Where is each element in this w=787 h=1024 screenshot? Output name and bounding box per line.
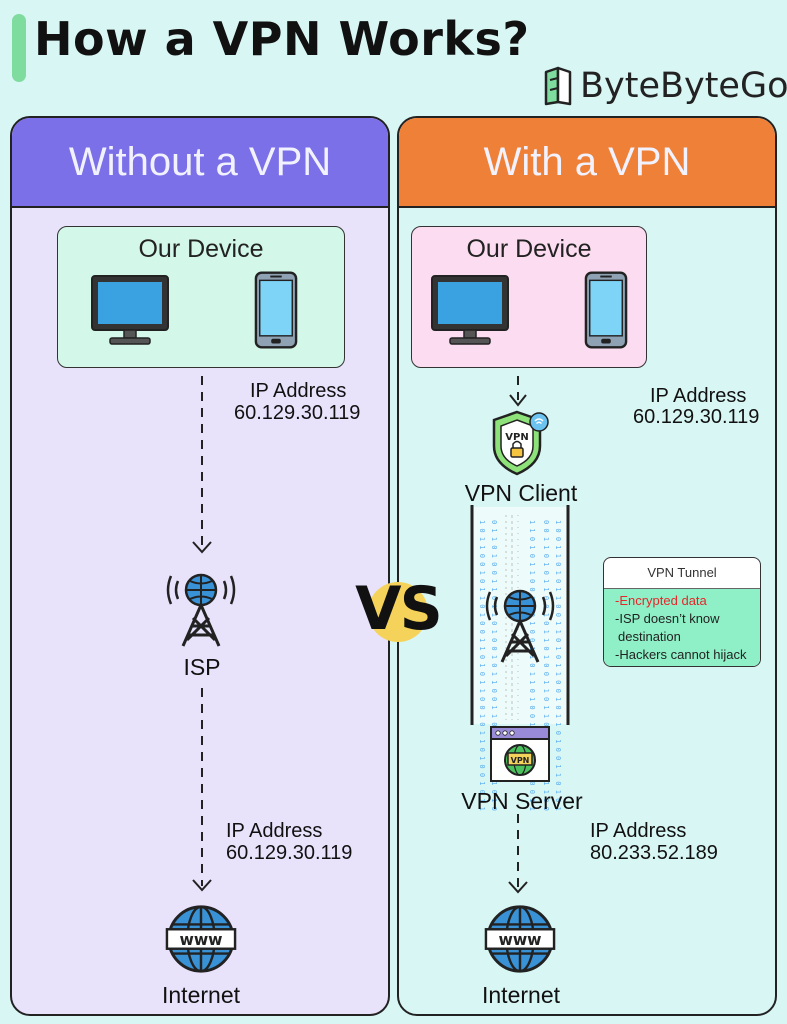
arrow-head-icon (192, 879, 212, 892)
www-globe-icon (484, 905, 556, 973)
radio-tower-icon (166, 573, 236, 648)
svg-text:1 0 0 1 1 0 1 0 1 1 0 0 1 1 0: 1 0 0 1 1 0 1 0 1 1 0 0 1 1 0 1 0 1 1 0 … (554, 520, 562, 811)
vpn-server-window-icon: VPN (490, 726, 550, 782)
bytebytego-logo-icon (544, 66, 572, 106)
internet-label: Internet (162, 982, 240, 1008)
our-device-label: Our Device (138, 235, 264, 263)
ip-address-value: 80.233.52.189 (590, 842, 718, 864)
vpn-server-label: VPN Server (461, 788, 583, 814)
without-vpn-header: Without a VPN (12, 118, 388, 208)
vpn-tunnel-title: VPN Tunnel (604, 558, 760, 589)
www-globe-icon (165, 905, 237, 973)
svg-text:VPN: VPN (511, 756, 530, 765)
page-title: How a VPN Works? (34, 12, 530, 66)
desktop-monitor-icon (91, 275, 169, 345)
ip-address-label: IP Address (650, 385, 747, 407)
tunnel-item-destination: destination (618, 629, 681, 644)
svg-text:0 0 1 1 0 1 0 1 1 0 0 1 0 1 1: 0 0 1 1 0 1 0 1 1 0 0 1 0 1 1 0 1 0 0 1 … (542, 520, 550, 811)
ip-address-label: IP Address (250, 380, 347, 402)
vpn-tunnel-info-box: VPN Tunnel -Encrypted data -ISP doesn’t … (603, 557, 761, 667)
ip-address-value: 60.129.30.119 (226, 842, 353, 864)
ip-address-label: IP Address (226, 820, 323, 842)
vs-label: VS (355, 574, 443, 644)
arrow-head-icon (508, 881, 528, 894)
arrow-head-icon (509, 394, 527, 407)
svg-text:0 1 1 0 1 0 0 1 1 0 1 1 0 1 0: 0 1 1 0 1 0 0 1 1 0 1 1 0 1 0 0 1 0 1 1 … (490, 520, 498, 811)
internet-label: Internet (482, 982, 560, 1008)
ip-address-label: IP Address (590, 820, 687, 842)
ip-address-value: 60.129.30.119 (633, 406, 760, 428)
tunnel-item-encrypted: -Encrypted data (615, 593, 707, 608)
svg-text:VPN: VPN (505, 432, 528, 443)
brand-logo: ByteByteGo (540, 64, 787, 108)
vs-badge (368, 582, 428, 642)
our-device-label: Our Device (466, 235, 592, 263)
arrow-head-icon (192, 541, 212, 554)
title-accent-bar (12, 14, 26, 82)
smartphone-icon (584, 271, 628, 349)
svg-text:1 0 1 1 0 0 1 0 1 1 0 1 0 0 1: 1 0 1 1 0 0 1 0 1 1 0 1 0 0 1 1 0 1 0 1 … (478, 520, 486, 811)
brand-name: ByteByteGo (580, 66, 787, 106)
svg-text:1 1 0 1 0 1 1 0 0 1 1 0 1 0 0: 1 1 0 1 0 1 1 0 0 1 1 0 1 0 0 1 1 0 1 1 … (528, 520, 536, 811)
tunnel-item-hackers: -Hackers cannot hijack (615, 647, 747, 662)
vpn-client-label: VPN Client (464, 480, 578, 506)
desktop-monitor-icon (431, 275, 509, 345)
vpn-shield-icon: VPN (492, 410, 549, 476)
vpn-tunnel-benefits: -Encrypted data -ISP doesn’t know destin… (604, 589, 760, 666)
isp-label: ISP (183, 654, 221, 680)
ip-address-value: 60.129.30.119 (234, 402, 361, 424)
tunnel-item-isp: -ISP doesn’t know (615, 611, 720, 626)
smartphone-icon (254, 271, 298, 349)
with-vpn-header: With a VPN (399, 118, 775, 208)
